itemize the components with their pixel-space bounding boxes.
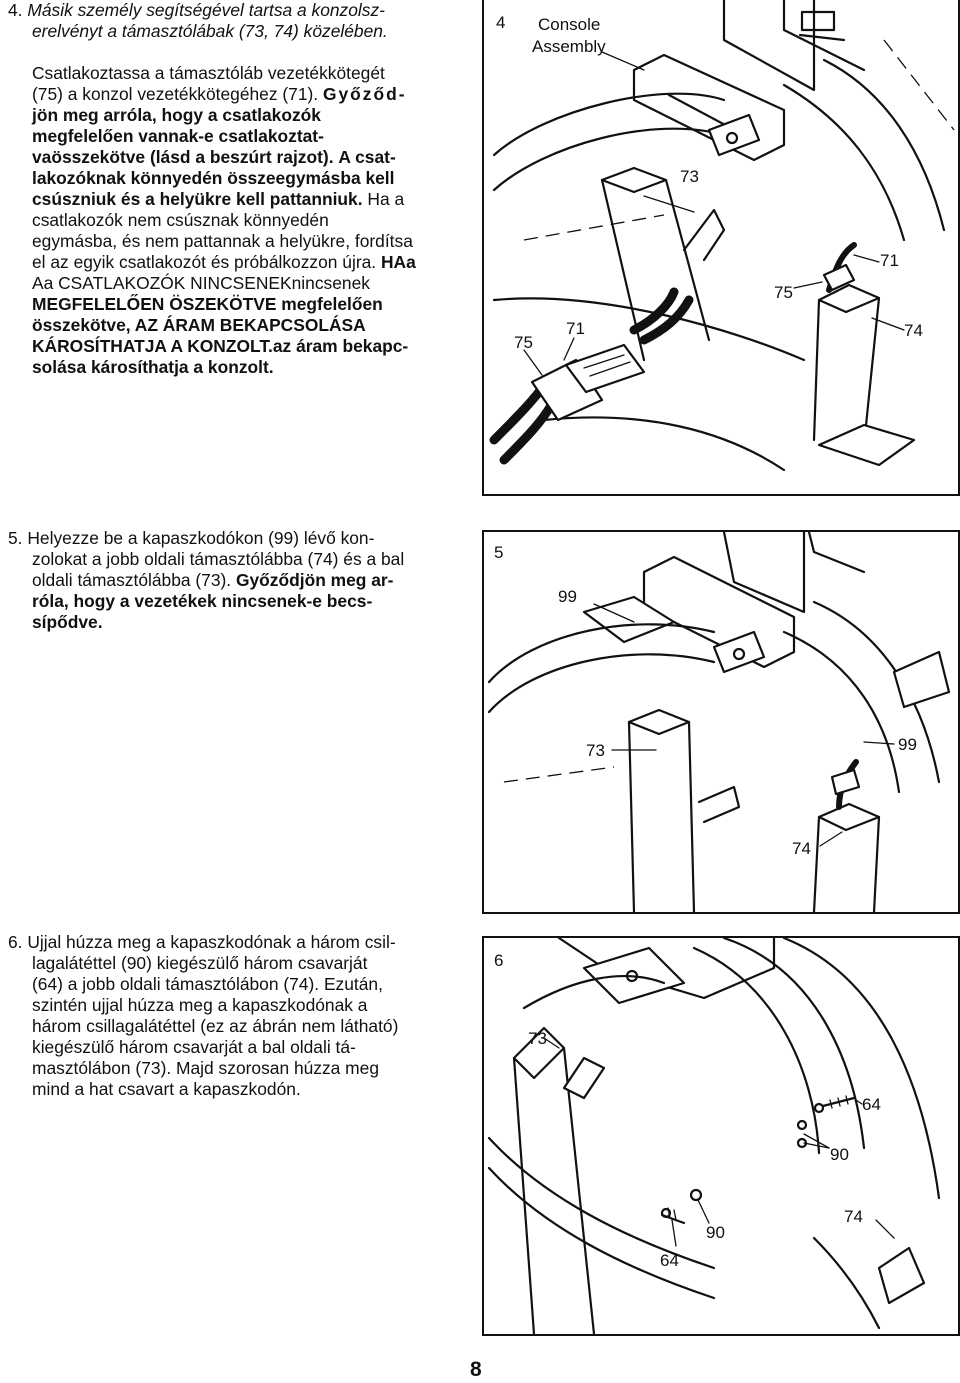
instruction-text: (64) a jobb oldali támasztólábon (74). E… — [32, 974, 383, 994]
instruction-text: egymásba, és nem pattannak a helyükre, f… — [32, 231, 413, 251]
instruction-text: kiegészülő három csavarját a bal oldali … — [32, 1037, 356, 1057]
part-label: 71 — [880, 251, 899, 270]
instruction-text: el az egyik csatlakozót és próbálkozzon … — [32, 252, 377, 272]
warning-text: róla, hogy a vezetékek nincsenek-e becs- — [32, 591, 373, 611]
instruction-text: (75) a konzol vezetékkötegéhez (71). — [32, 84, 319, 104]
warning-text: KÁROSÍTHATJA A KONZOLT.az áram bekapc- — [32, 336, 409, 356]
part-label: 74 — [792, 839, 811, 858]
part-label: 64 — [660, 1251, 679, 1270]
step-number: 6. — [8, 932, 23, 952]
instruction-text: Ujjal húzza meg a kapaszkodónak a három … — [27, 932, 396, 952]
figure-step-4: 4 Console Assembly 73 71 75 74 75 71 — [482, 0, 960, 496]
console-assembly-label: Assembly — [532, 37, 606, 56]
page-number: 8 — [470, 1358, 482, 1381]
warning-text: HAa — [380, 252, 416, 272]
bolt-icon — [813, 1095, 856, 1114]
figure-step-6: 6 73 64 90 74 90 64 — [482, 936, 960, 1336]
warning-text: solása károsíthatja a konzolt. — [32, 357, 274, 377]
instruction-text: mind a hat csavart a kapaszkodón. — [32, 1079, 301, 1099]
warning-text: sípődve. — [32, 612, 103, 632]
instruction-text: oldali támasztólábba (73). — [32, 570, 232, 590]
warning-text: lakozóknak könnyedén összeegymásba kell — [32, 168, 395, 188]
warning-text: összekötve, AZ ÁRAM BEKAPCSOLÁSA — [32, 315, 366, 335]
step-5-instructions: 5. Helyezze be a kapaszkodókon (99) lévő… — [8, 528, 448, 633]
warning-text: Aa CSATLAKOZÓK NINCSENEKnincsenek — [32, 273, 370, 293]
figure-step-label: 6 — [494, 951, 503, 970]
instruction-text: Helyezze be a kapaszkodókon (99) lévő ko… — [27, 528, 375, 548]
console-assembly-label: Console — [538, 15, 600, 34]
part-label: 74 — [844, 1207, 863, 1226]
washer-icon — [689, 1188, 703, 1202]
part-label: 64 — [862, 1095, 881, 1114]
part-label: 73 — [680, 167, 699, 186]
part-label: 74 — [904, 321, 923, 340]
warning-text: Győződjön meg ar- — [235, 570, 394, 590]
step-4-instructions: 4. Másik személy segítségével tartsa a k… — [8, 0, 448, 378]
part-label: 71 — [566, 319, 585, 338]
warning-text: jön meg arróla, hogy a csatlakozók — [32, 105, 321, 125]
step-number: 5. — [8, 528, 23, 548]
warning-text: csúszniuk és a helyükre kell pattanniuk. — [32, 189, 363, 209]
bolt-icon — [660, 1207, 686, 1225]
warning-text: MEGFELELŐEN ÖSZEKÖTVE megfelelően — [32, 294, 383, 314]
handlebar-insert-illustration: 5 99 73 99 74 — [487, 532, 951, 912]
step-number: 4. — [8, 0, 23, 20]
part-label: 99 — [558, 587, 577, 606]
instruction-text: erelvényt a támasztólábak (73, 74) közel… — [32, 21, 388, 41]
warning-text: vaösszekötve (lásd a beszúrt rajzot). — [32, 147, 334, 167]
instruction-text: Másik személy segítségével tartsa a konz… — [27, 0, 385, 20]
instruction-text: szintén ujjal húzza meg a kapaszkodónak … — [32, 995, 368, 1015]
part-label: 90 — [830, 1145, 849, 1164]
instruction-text: Ha a — [367, 189, 405, 209]
instruction-text: csatlakozók nem csúsznak könnyedén — [32, 210, 329, 230]
part-label: 99 — [898, 735, 917, 754]
part-label: 73 — [586, 741, 605, 760]
warning-text: A csat- — [338, 147, 396, 167]
part-label: 90 — [706, 1223, 725, 1242]
instruction-text: masztólábon (73). Majd szorosan húzza me… — [32, 1058, 380, 1078]
console-assembly-illustration: 4 Console Assembly 73 71 75 74 75 71 — [489, 0, 955, 472]
instruction-text: lagalátéttel (90) kiegészülő három csava… — [32, 953, 368, 973]
figure-step-label: 5 — [494, 543, 503, 562]
instruction-text: Csatlakoztassa a támasztóláb vezetékköte… — [32, 63, 385, 83]
figure-step-label: 4 — [496, 13, 505, 32]
part-label: 75 — [774, 283, 793, 302]
part-label: 73 — [528, 1029, 547, 1048]
instruction-text: zolokat a jobb oldali támasztólábba (74)… — [32, 549, 405, 569]
part-label: 75 — [514, 333, 533, 352]
warning-text: Győződ- — [322, 84, 407, 104]
instruction-text: három csillagalátéttel (ez az ábrán nem … — [32, 1016, 399, 1036]
step-6-instructions: 6. Ujjal húzza meg a kapaszkodónak a hár… — [8, 932, 448, 1100]
warning-text: megfelelően vannak-e csatlakoztat- — [32, 126, 324, 146]
bolt-tightening-illustration: 6 73 64 90 74 90 64 — [487, 938, 941, 1334]
figure-step-5: 5 99 73 99 74 — [482, 530, 960, 914]
